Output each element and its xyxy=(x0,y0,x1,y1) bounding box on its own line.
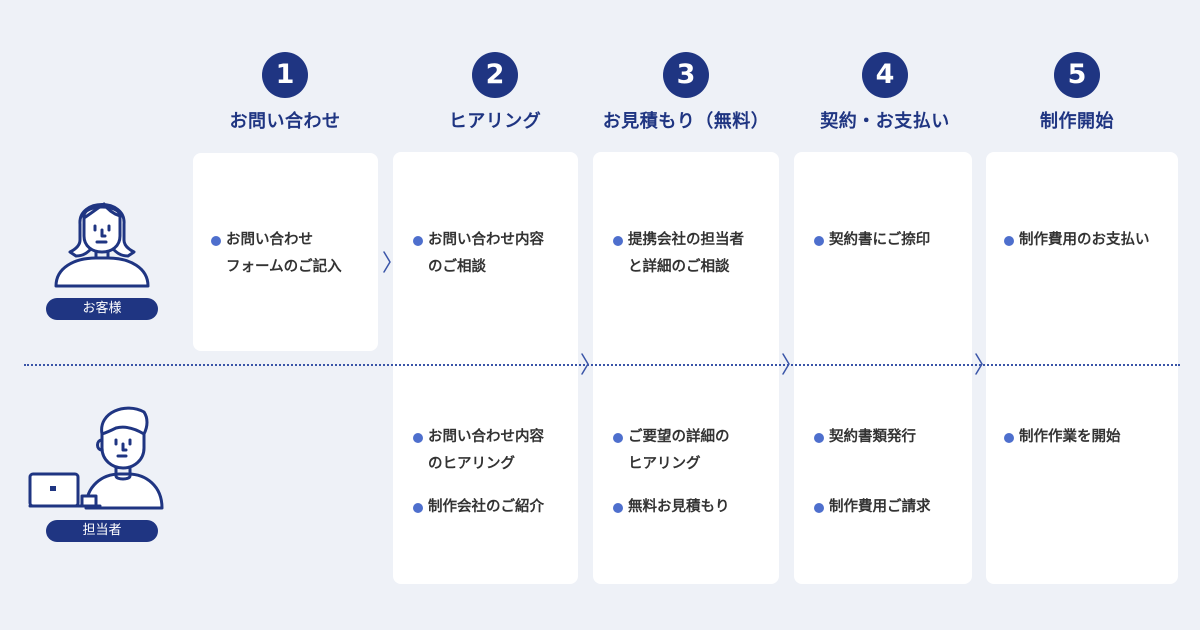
staff-item-line: お問い合わせ内容 xyxy=(428,429,544,445)
chevron-right-icon xyxy=(383,251,391,273)
staff-avatar-icon xyxy=(28,406,164,510)
chevron-right-icon xyxy=(581,353,589,375)
card-step-5 xyxy=(986,152,1178,584)
customer-item-line: お問い合わせ内容 xyxy=(428,232,544,248)
customer-item: 提携会社の担当者 と詳細のご相談 xyxy=(613,227,744,281)
staff-item-line: ヒアリング xyxy=(628,456,701,472)
staff-item: 制作費用ご請求 xyxy=(814,494,931,521)
staff-item: 無料お見積もり xyxy=(613,494,730,521)
staff-item-line: 無料お見積もり xyxy=(628,499,730,515)
step-number-3: 3 xyxy=(663,52,709,98)
card-step-1 xyxy=(193,153,378,351)
step-header-1: 1 お問い合わせ xyxy=(205,52,365,133)
step-header-5: 5 制作開始 xyxy=(997,52,1157,133)
customer-avatar-icon xyxy=(54,202,150,288)
customer-item-line: フォームのご記入 xyxy=(226,259,342,275)
staff-item-line: 制作作業を開始 xyxy=(1019,429,1121,445)
customer-item: 契約書にご捺印 xyxy=(814,227,930,254)
step-number-2: 2 xyxy=(472,52,518,98)
staff-item-line: 制作費用ご請求 xyxy=(829,499,931,515)
staff-item: 契約書類発行 xyxy=(814,424,916,451)
step-title-2: ヒアリング xyxy=(448,111,542,132)
lane-divider xyxy=(24,364,1180,366)
staff-item: お問い合わせ内容 のヒアリング xyxy=(413,424,544,478)
staff-item-line: のヒアリング xyxy=(428,456,515,472)
staff-item-line: 制作会社のご紹介 xyxy=(428,499,544,515)
step-number-4: 4 xyxy=(862,52,908,98)
staff-item: 制作会社のご紹介 xyxy=(413,494,544,521)
staff-item: ご要望の詳細の ヒアリング xyxy=(613,424,730,478)
customer-item-line: 契約書にご捺印 xyxy=(829,232,931,248)
step-number-1: 1 xyxy=(262,52,308,98)
step-title-5: 制作開始 xyxy=(1040,111,1114,132)
customer-item-line: 提携会社の担当者 xyxy=(628,232,744,248)
card-step-3 xyxy=(593,152,779,584)
staff-badge: 担当者 xyxy=(46,520,158,542)
customer-item-line: 制作費用のお支払い xyxy=(1019,232,1150,248)
customer-item: お問い合わせ フォームのご記入 xyxy=(211,227,342,281)
staff-item: 制作作業を開始 xyxy=(1004,424,1121,451)
step-number-5: 5 xyxy=(1054,52,1100,98)
step-header-3: 3 お見積もり（無料） xyxy=(596,52,776,133)
step-title-4: 契約・お支払い xyxy=(820,111,950,132)
step-header-4: 4 契約・お支払い xyxy=(795,52,975,133)
step-header-2: 2 ヒアリング xyxy=(405,52,585,133)
staff-item-line: ご要望の詳細の xyxy=(628,429,730,445)
chevron-right-icon xyxy=(975,353,983,375)
customer-badge: お客様 xyxy=(46,298,158,320)
step-title-3: お見積もり（無料） xyxy=(602,111,770,132)
customer-item: 制作費用のお支払い xyxy=(1004,227,1150,254)
customer-item-line: お問い合わせ xyxy=(226,232,313,248)
staff-item-line: 契約書類発行 xyxy=(829,429,916,445)
customer-item: お問い合わせ内容 のご相談 xyxy=(413,227,544,281)
chevron-right-icon xyxy=(782,353,790,375)
step-title-1: お問い合わせ xyxy=(229,111,341,132)
customer-item-line: のご相談 xyxy=(428,259,486,275)
customer-item-line: と詳細のご相談 xyxy=(628,259,730,275)
card-step-2 xyxy=(393,152,578,584)
